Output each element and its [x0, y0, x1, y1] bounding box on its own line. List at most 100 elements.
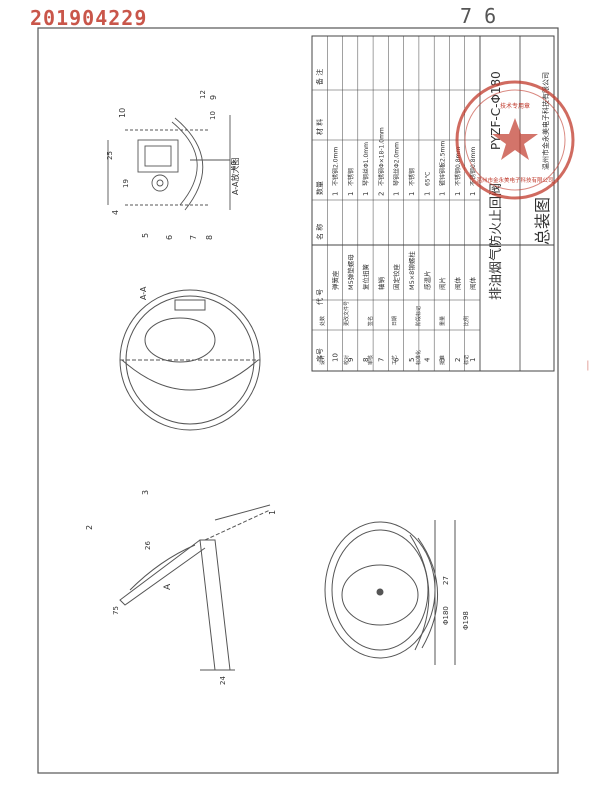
callout-number: 1 — [268, 510, 277, 515]
callout-number: 10 — [118, 108, 127, 118]
header-page-mark: 7 6 — [460, 4, 497, 28]
callout-number: 9 — [209, 95, 218, 100]
title-block-label: 比例 — [463, 316, 470, 326]
table-row-no: 7 — [377, 358, 385, 362]
table-header-code: 代 号 — [315, 289, 324, 305]
dimension-label: 25 — [106, 151, 114, 160]
dimension-label: 24 — [219, 676, 227, 685]
table-row-no: 2 — [454, 358, 462, 362]
table-row-name: 复位扭簧 — [361, 264, 370, 291]
table-row-qty: 1 — [454, 192, 462, 196]
table-row-no: 1 — [469, 358, 477, 362]
table-header-qty: 数量 — [315, 181, 324, 195]
table-row-name: M5弹垫螺母 — [346, 254, 355, 290]
dimension-label: 26 — [144, 541, 152, 550]
title-block-label: 标记 — [463, 355, 470, 365]
title-block-label: 标准化 — [415, 350, 422, 365]
table-row-no: 10 — [332, 353, 340, 362]
callout-number: 6 — [165, 235, 174, 240]
title-block-label: 批准 — [439, 355, 446, 365]
table-row-material: 琴钢丝Φ2.0mm — [393, 142, 401, 186]
detail-view — [107, 115, 231, 211]
title-block-label: 重量 — [439, 316, 446, 326]
title-block-label: 审核 — [367, 355, 374, 365]
table-header-material: 材 料 — [315, 119, 324, 135]
callout-number: 8 — [205, 235, 214, 240]
table-row-qty: 1 — [423, 192, 431, 196]
table-row-material: 不锈钢0.8mm — [454, 147, 462, 186]
section-view-label: A-A — [139, 286, 148, 300]
table-row-no: 3 — [439, 358, 447, 362]
table-row-qty: 1 — [362, 192, 370, 196]
table-row-name: 阀片 — [438, 277, 447, 290]
title-block-label: 日期 — [392, 316, 398, 326]
table-row-no: 9 — [347, 358, 355, 362]
svg-text:—: — — [582, 360, 595, 371]
table-header-remark: 备 注 — [315, 69, 324, 85]
company-name: 温州市金永美电子科技有限公司 — [541, 72, 550, 170]
section-view-circle — [119, 289, 261, 431]
callout-number: 4 — [111, 210, 120, 215]
callout-number: 3 — [141, 490, 150, 495]
table-header-name: 名 称 — [315, 224, 324, 240]
company-seal — [455, 80, 575, 200]
table-row-qty: 1 — [347, 192, 355, 196]
seal-text: 温州市金永美电子科技有限公司 — [476, 176, 553, 184]
sheet-frame — [37, 27, 559, 774]
table-row-name: 感温片 — [422, 271, 431, 291]
title-block-label: 签名 — [367, 316, 374, 326]
dimension-label: 40 — [230, 161, 238, 170]
dimension-label: Φ198 — [462, 611, 470, 630]
table-row-name: 轴销 — [376, 277, 385, 291]
dimension-label: 75 — [112, 606, 120, 615]
table-row-material: 不锈钢Φ×18-1.0mm — [377, 127, 385, 186]
table-row-name: M5×8铆螺柱 — [407, 251, 416, 290]
table-row-name: 阀体 — [453, 277, 462, 291]
seal-subtext: 技术专用章 — [500, 102, 530, 110]
title-block-label: 更改文件号 — [343, 301, 350, 326]
title-block-label: 工艺 — [392, 355, 398, 365]
table-row-qty: 1 — [469, 192, 477, 196]
dimension-label: 19 — [122, 179, 130, 188]
callout-number: 2 — [85, 525, 94, 530]
side-profile-view — [119, 504, 271, 671]
table-row-material: 不锈钢 — [408, 168, 416, 186]
dimension-label: 10 — [209, 111, 217, 120]
detail-view-label: A-A放大图 — [230, 158, 240, 195]
table-row-qty: 1 — [439, 192, 447, 196]
dimension-label: 27 — [442, 576, 450, 585]
callout-number: 5 — [141, 233, 150, 238]
table-row-material: 琴钢丝Φ1.0mm — [362, 142, 370, 186]
model-number: PYZF-C-Φ180 — [489, 71, 503, 150]
parts-table: 序号 代 号 名 称 数量 材 料 备 注 10 弹簧座 1 不锈钢2.0mm 9 M5弹垫螺母 1 不锈… — [311, 35, 555, 372]
table-row-name: 固定铰座 — [392, 264, 401, 291]
table-row-qty: 2 — [377, 192, 385, 196]
table-row-qty: 1 — [408, 192, 416, 196]
table-row-no: 6 — [393, 357, 401, 362]
title-block-label: 校对 — [343, 355, 350, 365]
front-view-circle — [324, 520, 456, 665]
table-row-material: 不锈钢0.8mm — [469, 147, 477, 186]
table-row-material: 镀锌钢板2.5mm — [439, 141, 447, 186]
table-row-qty: 1 — [332, 192, 340, 196]
dimension-label: 12 — [199, 90, 207, 99]
title-block-label: 设计 — [319, 355, 326, 365]
callout-number: 7 — [189, 235, 198, 240]
product-name: 排油烟气防火止回阀 — [488, 183, 504, 300]
table-row-qty: 1 — [393, 192, 401, 196]
table-row-name: 阀体 — [468, 277, 477, 291]
table-row-name: 弹簧座 — [331, 270, 340, 290]
table-row-material: 不锈钢2.0mm — [332, 147, 340, 186]
drawing-title: 总装图 — [533, 197, 552, 245]
header-stamp-number: 201904229 — [30, 6, 148, 30]
table-row-material: 65℃ — [424, 171, 431, 186]
dimension-label: Φ180 — [442, 606, 450, 625]
title-block-label: 阶段标记 — [415, 306, 422, 326]
table-header-no: 序号 — [315, 348, 324, 362]
table-row-no: 4 — [423, 357, 431, 362]
title-block-label: 处数 — [319, 316, 326, 326]
table-row-no: 5 — [408, 358, 416, 362]
table-row-no: 8 — [362, 358, 370, 362]
